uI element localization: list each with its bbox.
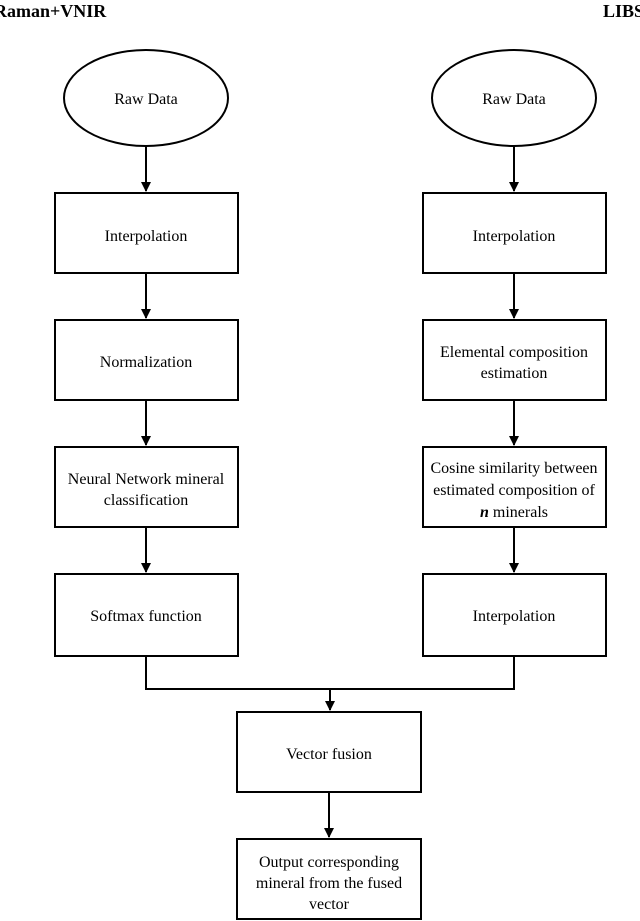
output-node: Output corresponding mineral from the fu… <box>236 838 422 920</box>
right-interpolation-2-node: Interpolation <box>422 573 607 657</box>
output-label-2: mineral from the fused <box>256 875 402 892</box>
normalization-label: Normalization <box>100 354 192 371</box>
right-raw-data-label: Raw Data <box>482 91 546 108</box>
right-interpolation-2-label: Interpolation <box>473 608 556 625</box>
left-column-header: Raman+VNIR <box>0 1 107 21</box>
cosine-similarity-label-2: estimated composition of <box>433 482 595 499</box>
output-label: Output corresponding <box>259 854 399 871</box>
minerals-text: minerals <box>489 504 548 521</box>
neural-network-label: Neural Network mineral <box>68 471 225 488</box>
softmax-label: Softmax function <box>90 608 202 625</box>
right-interpolation-label: Interpolation <box>473 228 556 245</box>
output-label-3: vector <box>309 896 350 913</box>
normalization-node: Normalization <box>54 319 239 401</box>
left-interpolation-node: Interpolation <box>54 192 239 274</box>
cosine-similarity-node: Cosine similarity between estimated comp… <box>422 446 607 528</box>
left-raw-data-label: Raw Data <box>114 91 178 108</box>
elemental-composition-node: Elemental composition estimation <box>422 319 607 401</box>
vector-fusion-label: Vector fusion <box>286 746 372 763</box>
cosine-similarity-label: Cosine similarity between <box>430 460 597 477</box>
n-variable: n <box>480 504 489 521</box>
merge-connector <box>145 656 515 690</box>
left-raw-data-node: Raw Data <box>63 49 229 147</box>
right-interpolation-node: Interpolation <box>422 192 607 274</box>
neural-network-node: Neural Network mineral classification <box>54 446 239 528</box>
elemental-composition-label: Elemental composition <box>440 344 588 361</box>
neural-network-label-2: classification <box>104 492 188 509</box>
right-column-header: LIBS <box>603 1 640 21</box>
vector-fusion-node: Vector fusion <box>236 711 422 793</box>
right-raw-data-node: Raw Data <box>431 49 597 147</box>
cosine-similarity-label-3: n minerals <box>480 504 548 521</box>
softmax-node: Softmax function <box>54 573 239 657</box>
elemental-composition-label-2: estimation <box>481 365 548 382</box>
left-interpolation-label: Interpolation <box>105 228 188 245</box>
